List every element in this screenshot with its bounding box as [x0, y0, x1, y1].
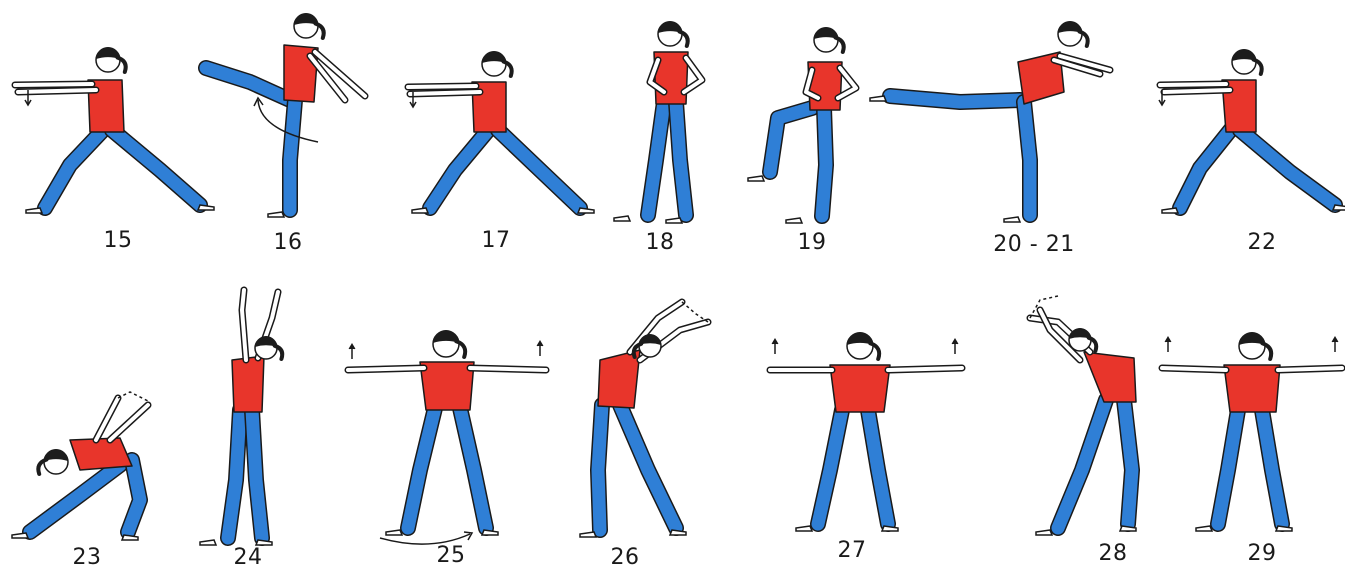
figure-label-29: 29 — [1248, 541, 1277, 566]
figure-17 — [408, 51, 594, 213]
figure-19 — [748, 27, 856, 223]
figure-label-27: 27 — [838, 538, 867, 563]
figure-26 — [580, 302, 708, 537]
figure-label-19: 19 — [798, 230, 827, 255]
figure-label-28: 28 — [1099, 541, 1128, 566]
figure-24 — [200, 290, 282, 545]
figure-20-21 — [870, 21, 1110, 222]
figure-25 — [348, 330, 546, 544]
figure-label-23: 23 — [73, 545, 102, 570]
figure-label-22: 22 — [1248, 230, 1277, 255]
figure-label-16: 16 — [274, 230, 303, 255]
figure-label-24: 24 — [234, 545, 263, 570]
figure-15 — [15, 47, 214, 213]
figure-label-20-21: 20 - 21 — [993, 232, 1074, 257]
figure-16 — [206, 13, 365, 217]
figure-label-15: 15 — [104, 228, 133, 253]
figure-label-25: 25 — [437, 543, 466, 568]
figure-27 — [770, 332, 962, 531]
figure-29 — [1162, 332, 1342, 531]
figure-23 — [12, 392, 150, 540]
figure-label-26: 26 — [611, 545, 640, 570]
figure-18 — [614, 21, 702, 223]
figure-label-18: 18 — [646, 230, 675, 255]
figure-label-17: 17 — [482, 228, 511, 253]
figure-28 — [1030, 296, 1136, 535]
figure-22 — [1159, 49, 1345, 213]
